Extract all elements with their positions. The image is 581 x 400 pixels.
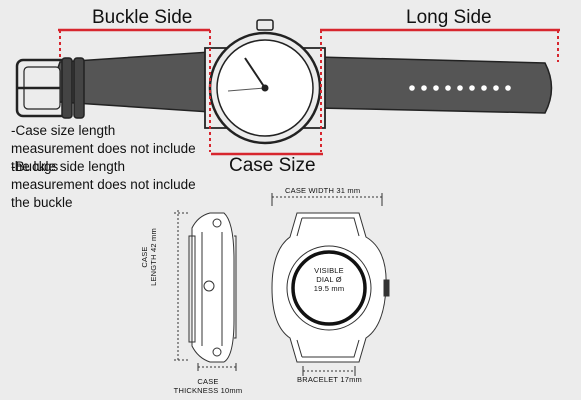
case-thickness-line-1: CASE (197, 377, 219, 386)
case-length-line-2: LENGTH 42 mm (149, 228, 158, 286)
watch-case (204, 19, 326, 145)
bracelet-label: BRACELET 17mm (297, 375, 362, 384)
strap-holes (409, 85, 511, 91)
visible-dial-label: VISIBLE DIAL Ø 19.5 mm (305, 266, 353, 293)
case-length-line-1: CASE (140, 246, 149, 268)
note-buckle-side: -Buckle side length measurement does not… (11, 159, 196, 210)
long-strap (317, 56, 553, 114)
case-length-label: CASE LENGTH 42 mm (140, 222, 158, 292)
buckle-side-label: Buckle Side (92, 7, 193, 28)
crown-side-icon (383, 279, 390, 297)
hour-hand (244, 57, 266, 89)
case-thickness-line-2: THICKNESS 10mm (173, 386, 243, 395)
case-thickness-label: CASE THICKNESS 10mm (172, 377, 244, 395)
measurement-guides (58, 28, 560, 156)
case-size-label: Case Size (229, 155, 316, 176)
minute-hand (227, 87, 266, 92)
case-width-label: CASE WIDTH 31 mm (285, 186, 361, 195)
case-side-profile (174, 210, 237, 371)
visible-dial-line-1: VISIBLE (314, 266, 344, 275)
long-side-label: Long Side (406, 7, 492, 28)
visible-dial-line-3: 19.5 mm (313, 284, 345, 293)
case-front-view (271, 193, 390, 376)
buckle-strap (15, 51, 211, 119)
visible-dial-ring (291, 250, 367, 326)
visible-dial-line-2: DIAL Ø (316, 275, 342, 284)
crown-icon (256, 19, 274, 31)
note-case-size: -Case size length measurement does not i… (11, 123, 196, 174)
